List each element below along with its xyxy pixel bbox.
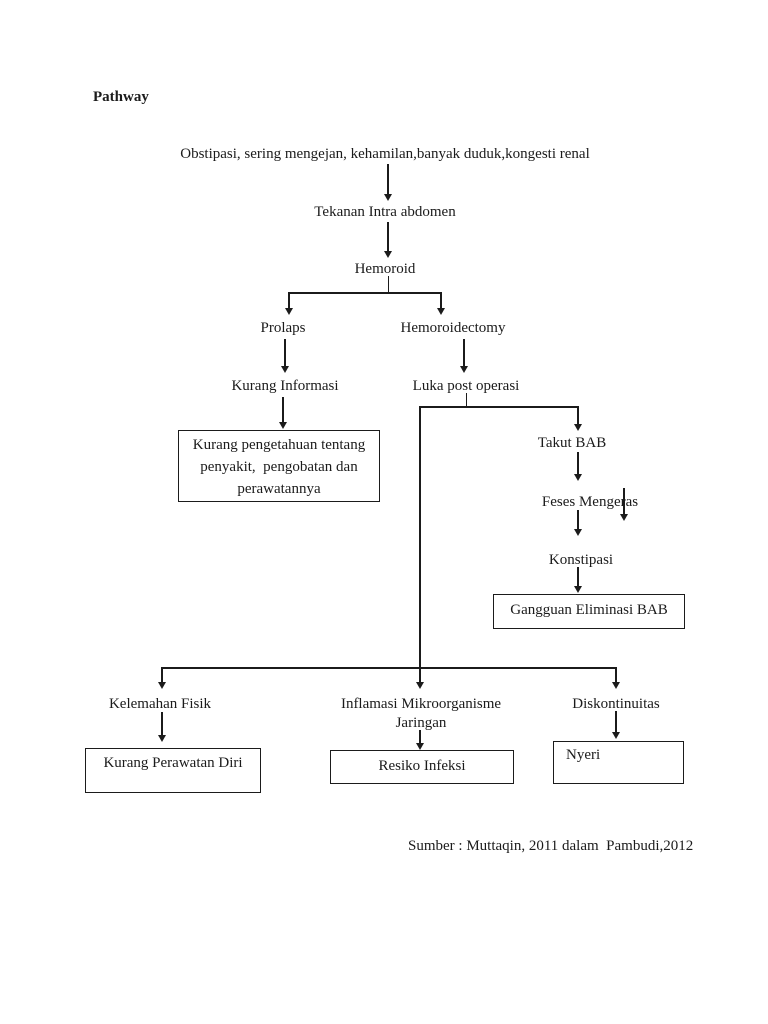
arrow-konstipasi-to-gangguan bbox=[573, 567, 583, 593]
arrow-tekanan-to-hemoroid bbox=[383, 222, 393, 258]
box-kurang-pengetahuan-line3: perawatannya bbox=[237, 481, 321, 497]
arrow-kurang-informasi-to-box bbox=[278, 397, 288, 429]
box-kurang-pengetahuan: Kurang pengetahuan tentang penyakit, pen… bbox=[178, 430, 380, 502]
node-inflamasi-mikroorganisme: Inflamasi Mikroorganisme Jaringan bbox=[341, 696, 501, 733]
arrow-split-to-prolaps bbox=[284, 292, 294, 315]
arrow-takut-bab-to-feses bbox=[573, 452, 583, 481]
connector-bottom-split bbox=[162, 667, 617, 669]
node-inflamasi-line1: Inflamasi Mikroorganisme bbox=[340, 696, 502, 712]
box-kurang-perawatan-diri: Kurang Perawatan Diri bbox=[85, 748, 261, 793]
node-luka-post-operasi: Luka post operasi bbox=[412, 378, 520, 394]
arrow-split-to-diskontinuitas bbox=[611, 667, 621, 689]
node-kurang-informasi: Kurang Informasi bbox=[231, 378, 339, 394]
node-tekanan-intra-abdomen: Tekanan Intra abdomen bbox=[314, 204, 456, 220]
arrow-obstipasi-to-tekanan bbox=[383, 164, 393, 201]
box-nyeri: Nyeri bbox=[553, 741, 684, 784]
arrow-stray-feses bbox=[619, 488, 629, 521]
page-title: Pathway bbox=[93, 89, 149, 105]
node-takut-bab: Takut BAB bbox=[537, 435, 607, 451]
node-obstipasi: Obstipasi, sering mengejan, kehamilan,ba… bbox=[180, 146, 590, 162]
arrow-prolaps-to-kurang-informasi bbox=[280, 339, 290, 373]
node-hemoroidectomy: Hemoroidectomy bbox=[400, 320, 506, 336]
box-gangguan-eliminasi-bab: Gangguan Eliminasi BAB bbox=[493, 594, 685, 629]
arrow-split-to-hemoroidectomy bbox=[436, 292, 446, 315]
arrow-split-to-takut-bab bbox=[573, 406, 583, 431]
arrow-hemoroidectomy-to-luka bbox=[459, 339, 469, 373]
node-konstipasi: Konstipasi bbox=[548, 552, 614, 568]
arrow-split-to-kelemahan bbox=[157, 667, 167, 689]
node-feses-mengeras: Feses Mengeras bbox=[541, 494, 639, 510]
node-inflamasi-line2: Jaringan bbox=[395, 715, 447, 731]
box-kurang-pengetahuan-line2: penyakit, pengobatan dan bbox=[200, 459, 358, 475]
connector-hemoroid-stem bbox=[387, 276, 390, 293]
node-diskontinuitas: Diskontinuitas bbox=[572, 696, 660, 712]
node-hemoroid: Hemoroid bbox=[354, 261, 416, 277]
node-kelemahan-fisik: Kelemahan Fisik bbox=[108, 696, 212, 712]
arrow-split-to-inflamasi bbox=[415, 667, 425, 689]
connector-luka-long-drop bbox=[419, 406, 421, 668]
arrow-inflamasi-to-box bbox=[415, 730, 425, 750]
arrow-feses-to-konstipasi bbox=[573, 510, 583, 536]
connector-hemoroid-split bbox=[289, 292, 441, 294]
box-kurang-pengetahuan-line1: Kurang pengetahuan tentang bbox=[192, 437, 366, 453]
connector-luka-split bbox=[419, 406, 579, 408]
box-resiko-infeksi: Resiko Infeksi bbox=[330, 750, 514, 784]
arrow-diskontinuitas-to-box bbox=[611, 711, 621, 739]
node-prolaps: Prolaps bbox=[260, 320, 306, 336]
source-citation: Sumber : Muttaqin, 2011 dalam Pambudi,20… bbox=[408, 838, 694, 854]
arrow-kelemahan-to-box bbox=[157, 712, 167, 742]
connector-luka-stem bbox=[465, 393, 468, 407]
